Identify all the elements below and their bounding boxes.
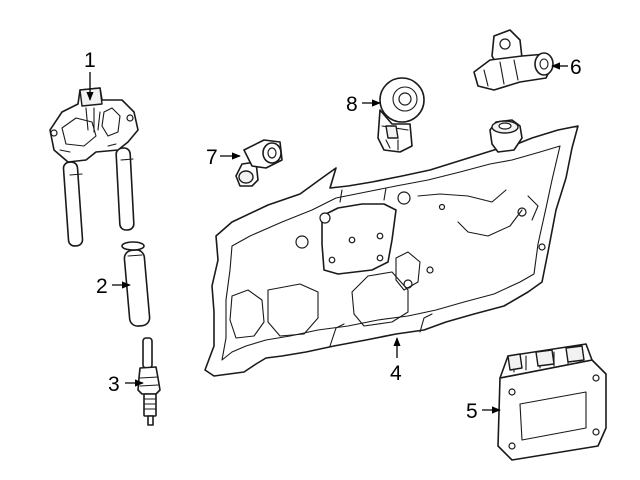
callout-4: 4 xyxy=(390,362,402,385)
callout-7: 7 xyxy=(206,146,218,169)
camshaft-sensor xyxy=(473,29,554,91)
callout-labels: 1 2 3 4 5 6 7 8 xyxy=(84,49,582,423)
sensor-7 xyxy=(235,139,283,187)
ignition-coil xyxy=(49,87,139,247)
callout-3: 3 xyxy=(108,373,120,396)
cowl-panel xyxy=(204,119,579,377)
spark-plug xyxy=(137,337,161,426)
spark-plug-tube xyxy=(121,241,151,327)
callout-8: 8 xyxy=(346,93,358,116)
callout-leaders xyxy=(86,62,568,414)
control-module xyxy=(497,343,607,461)
callout-5: 5 xyxy=(466,400,478,423)
callout-2: 2 xyxy=(96,275,108,298)
callout-6: 6 xyxy=(570,56,582,79)
knock-sensor xyxy=(377,77,425,153)
callout-1: 1 xyxy=(84,49,96,72)
